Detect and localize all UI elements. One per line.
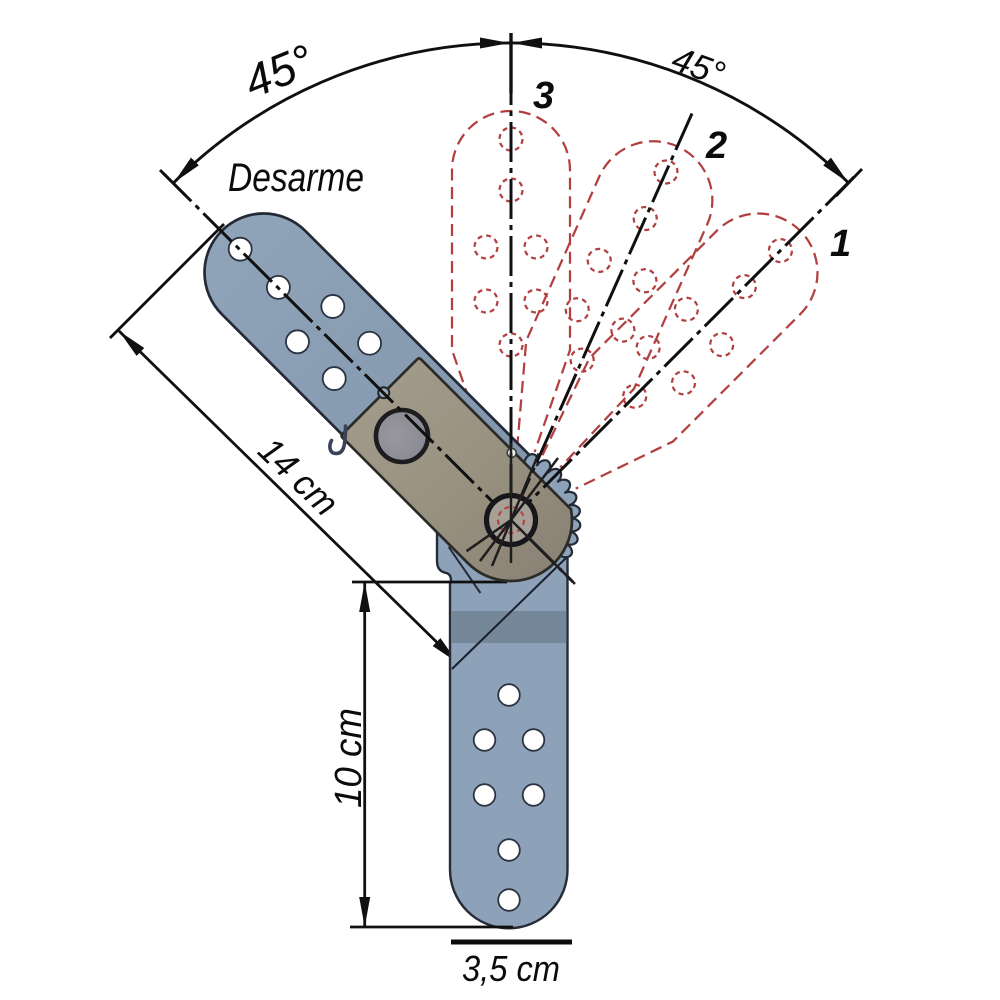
svg-text:14 cm: 14 cm [251,429,347,524]
svg-text:2: 2 [705,125,727,167]
svg-text:1: 1 [830,223,851,265]
svg-text:45°: 45° [237,34,321,108]
svg-text:3: 3 [533,75,554,117]
svg-text:Desarme: Desarme [228,156,364,200]
svg-text:45°: 45° [667,39,730,94]
svg-text:3,5 cm: 3,5 cm [462,948,560,989]
svg-text:10 cm: 10 cm [328,708,370,808]
